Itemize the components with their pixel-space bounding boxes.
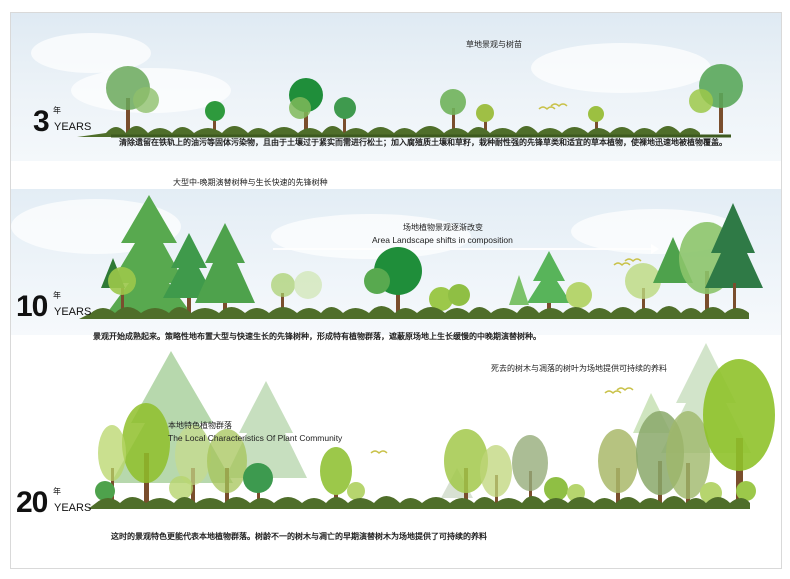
stage2-label-cn: 场地植物景观逐渐改变: [403, 223, 483, 232]
stage1-title: 草地景观与树苗: [466, 40, 522, 49]
stage2-plants: [79, 195, 763, 319]
stage2-year-char: 年: [53, 291, 61, 300]
stage1-year-label: 3 年 YEARS: [33, 105, 91, 139]
stage1-caption: 清除遗留在铁轨上的油污等固体污染物，且由于土壤过于紧实而需进行松土；加入腐殖质土…: [119, 138, 727, 147]
stage2-label-en: Area Landscape shifts in composition: [372, 235, 513, 245]
stage3-year-char: 年: [53, 487, 61, 496]
stage1-year-en: YEARS: [54, 121, 92, 133]
stage1-year-char: 年: [53, 106, 61, 115]
stage2-year-en: YEARS: [54, 306, 92, 318]
illustration-frame: 草地景观与树苗 3 年 YEARS 清除遗留在铁轨上的油污等固体污染物，且由于土…: [10, 12, 782, 569]
stage2-year-label: 10 年 YEARS: [16, 290, 91, 324]
stage3-year-en: YEARS: [54, 502, 92, 514]
stage3-note: 死去的树木与凋落的树叶为场地提供可持续的养料: [491, 364, 667, 373]
stage3-year-number: 20: [16, 486, 48, 519]
stage3-label-en: The Local Characteristics Of Plant Commu…: [168, 433, 343, 443]
stage2-caption: 景观开始成熟起来。策略性地布置大型与快速生长的先锋树种，形成特有植物群落，遮蔽原…: [93, 332, 541, 341]
stage3-label-cn: 本地特色植物群落: [168, 421, 232, 430]
stage2-year-number: 10: [16, 290, 48, 323]
stage3-plants: [88, 343, 775, 509]
stage3-year-label: 20 年 YEARS: [16, 486, 91, 520]
vegetation-illustration: [77, 64, 775, 509]
stage1-year-number: 3: [33, 105, 50, 138]
stage3-caption: 这时的景观特色更能代表本地植物群落。树龄不一的树木与凋亡的早期演替树木为场地提供…: [111, 532, 487, 541]
stage2-heading: 大型中-晚期演替树种与生长快速的先锋树种: [173, 178, 328, 187]
stage1-plants: [77, 64, 743, 138]
